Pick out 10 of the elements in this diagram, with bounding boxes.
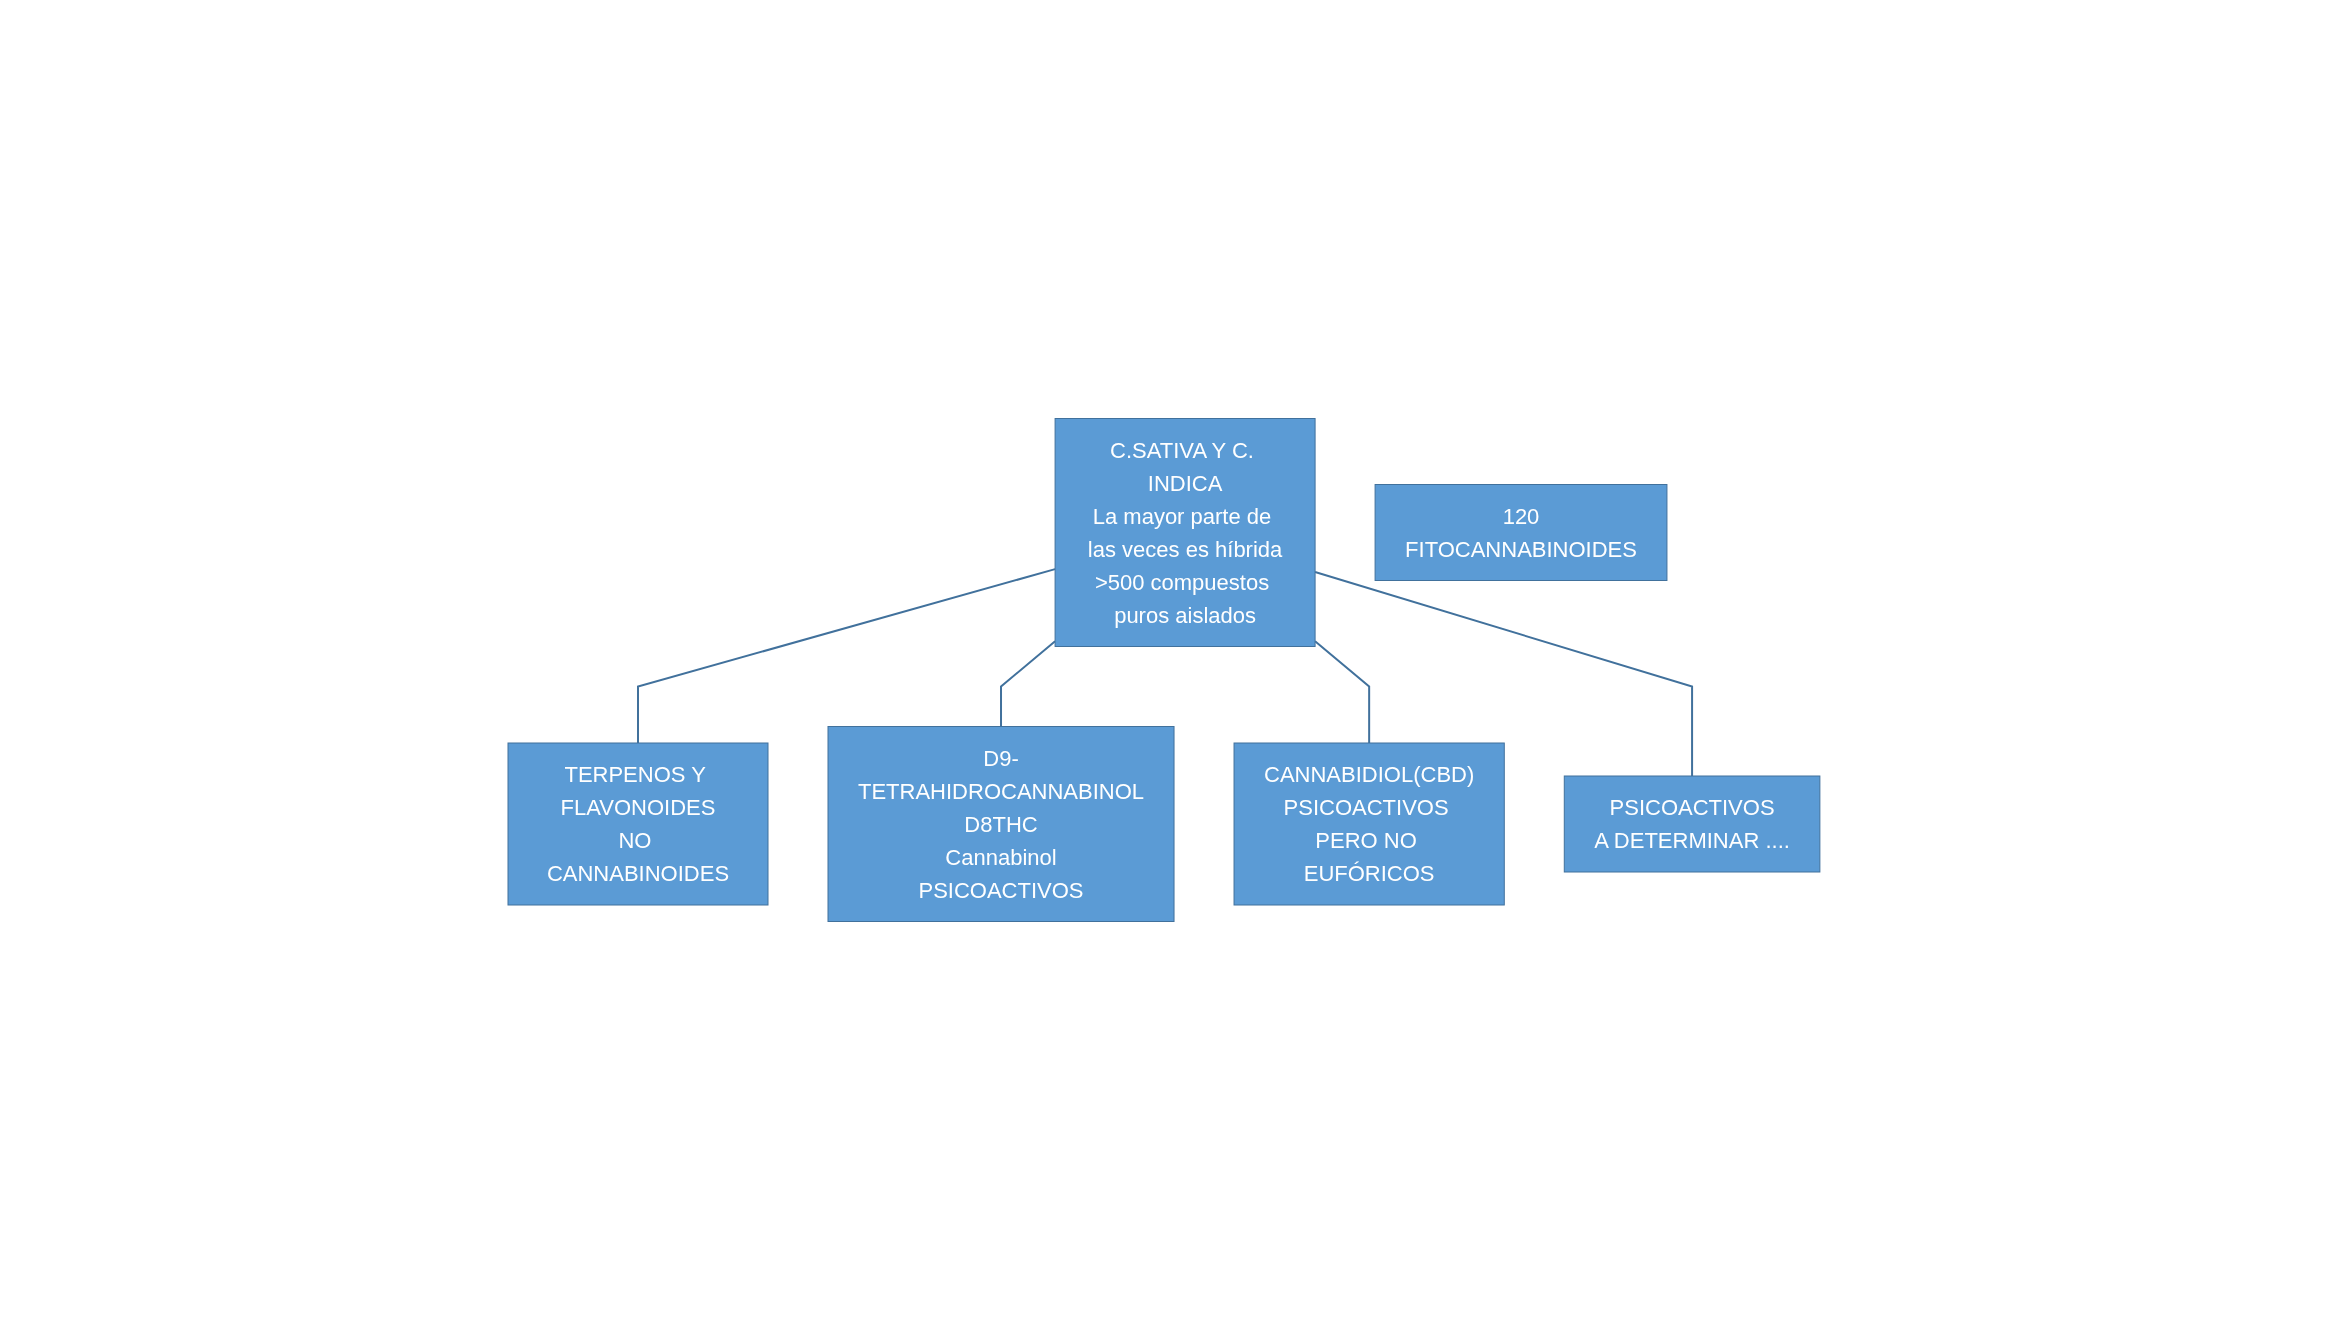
node-box: 120 FITOCANNABINOIDES bbox=[1374, 484, 1668, 581]
node-box: PSICOACTIVOS A DETERMINAR .... bbox=[1563, 775, 1821, 873]
connector bbox=[637, 568, 1057, 744]
node-box: C.SATIVA Y C. INDICA La mayor parte de las veces es híbrida >500 compuestos puros aislados bbox=[1054, 418, 1316, 647]
connector bbox=[1314, 571, 1694, 777]
node-box: TERPENOS Y FLAVONOIDES NO CANNABINOIDES bbox=[507, 742, 769, 906]
connector bbox=[1000, 640, 1057, 728]
node-box: D9-TETRAHIDROCANNABINOL D8THC Cannabinol PSICOACTIVOS bbox=[827, 726, 1175, 922]
node-box: CANNABIDIOL(CBD) PSICOACTIVOS PERO NO EUFÓRICOS bbox=[1233, 742, 1505, 906]
connector bbox=[1314, 640, 1371, 744]
